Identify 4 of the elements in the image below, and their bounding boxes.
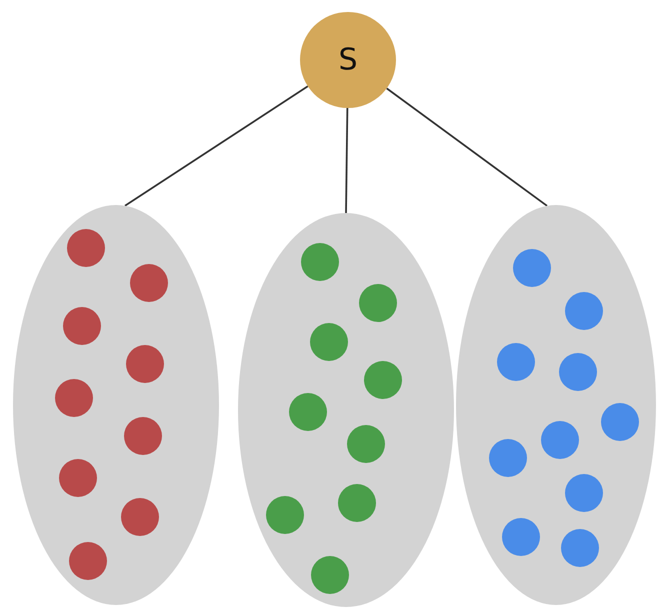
node-label: S	[337, 42, 359, 78]
connector-line	[124, 86, 308, 207]
connector-line	[345, 108, 348, 214]
connector-line	[386, 88, 548, 207]
